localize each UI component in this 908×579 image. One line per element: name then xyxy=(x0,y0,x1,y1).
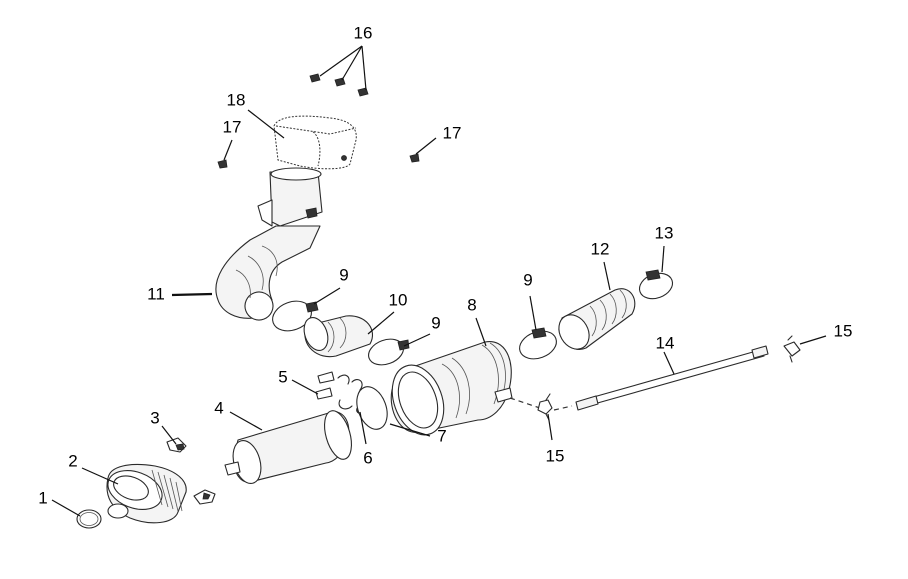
callout-labels: 1 2 3 4 5 6 7 8 9 9 9 10 11 12 13 14 15 … xyxy=(38,23,852,507)
hose-clamp-top-right-part xyxy=(638,269,674,300)
callout-18: 18 xyxy=(227,90,246,109)
callout-5: 5 xyxy=(278,367,287,386)
lower-clip-part xyxy=(193,489,216,505)
callout-13: 13 xyxy=(655,223,674,242)
hose-clamp-left-part xyxy=(272,300,319,332)
hose-clamp-mid-part xyxy=(368,338,410,366)
hose-clamp-right-part xyxy=(519,327,557,360)
small-screw-right-part xyxy=(409,153,420,163)
reducer-coupler-part xyxy=(303,315,373,358)
wing-clip-center-part xyxy=(537,393,553,421)
callout-17-left: 17 xyxy=(223,117,242,136)
intake-tube-part xyxy=(224,410,352,484)
leader-lines xyxy=(51,45,827,517)
callout-17-right: 17 xyxy=(443,123,462,142)
hump-hose-part xyxy=(558,288,636,350)
wing-clip-right-part xyxy=(783,335,801,363)
clip-part xyxy=(166,437,187,453)
callout-14: 14 xyxy=(656,333,675,352)
callout-9-right: 9 xyxy=(523,270,532,289)
gasket-ring-part xyxy=(356,386,388,430)
callout-9-mid: 9 xyxy=(431,313,440,332)
drain-tube-part xyxy=(575,345,769,411)
callout-10: 10 xyxy=(389,290,408,309)
callout-15-right: 15 xyxy=(834,321,853,340)
screws-part xyxy=(309,73,369,97)
drain-path-line-2 xyxy=(553,405,573,411)
callout-6: 6 xyxy=(363,448,372,467)
callout-12: 12 xyxy=(591,239,610,258)
intake-cap-part xyxy=(106,463,187,524)
elbow-duct-part xyxy=(215,167,323,321)
callout-15-center: 15 xyxy=(546,446,565,465)
callout-11: 11 xyxy=(147,284,165,303)
callout-9-left: 9 xyxy=(339,265,348,284)
callout-1: 1 xyxy=(38,488,47,507)
callout-3: 3 xyxy=(150,408,159,427)
callout-4: 4 xyxy=(214,398,223,417)
fastener-set-part xyxy=(315,371,364,414)
callout-16: 16 xyxy=(354,23,373,42)
callout-7: 7 xyxy=(437,426,446,445)
filter-housing-part xyxy=(390,341,513,436)
callout-2: 2 xyxy=(68,451,77,470)
callout-8: 8 xyxy=(467,295,476,314)
rain-cover-part xyxy=(273,115,357,170)
drain-path-line xyxy=(509,397,541,409)
o-ring-part xyxy=(76,509,102,529)
small-screw-left-part xyxy=(217,159,228,169)
